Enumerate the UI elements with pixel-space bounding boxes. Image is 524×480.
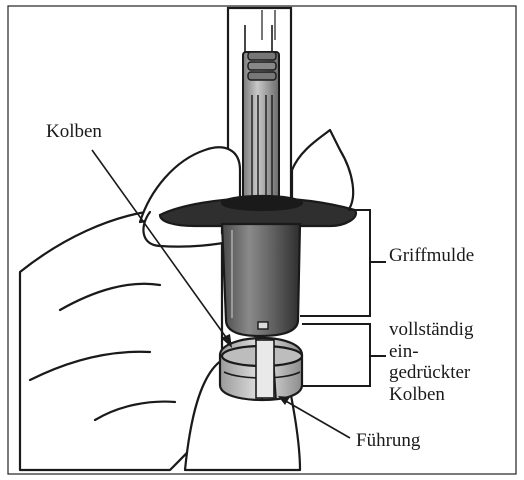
vollstaendig-bracket: [302, 324, 386, 386]
hand: [20, 130, 353, 470]
label-line-2: ein-: [389, 341, 473, 363]
label-fuehrung: Führung: [356, 430, 420, 452]
label-kolben: Kolben: [46, 121, 102, 143]
plunger-rod: [243, 52, 279, 202]
depressed-plunger: [220, 338, 302, 400]
label-line-4: Kolben: [389, 384, 473, 406]
label-vollstaendig-eingedrueckter-kolben: vollständig ein- gedrückter Kolben: [389, 319, 473, 405]
label-line-3: gedrückter: [389, 362, 473, 384]
label-line-1: vollständig: [389, 319, 473, 341]
label-griffmulde: Griffmulde: [389, 245, 474, 267]
grip-barrel: [222, 224, 300, 336]
